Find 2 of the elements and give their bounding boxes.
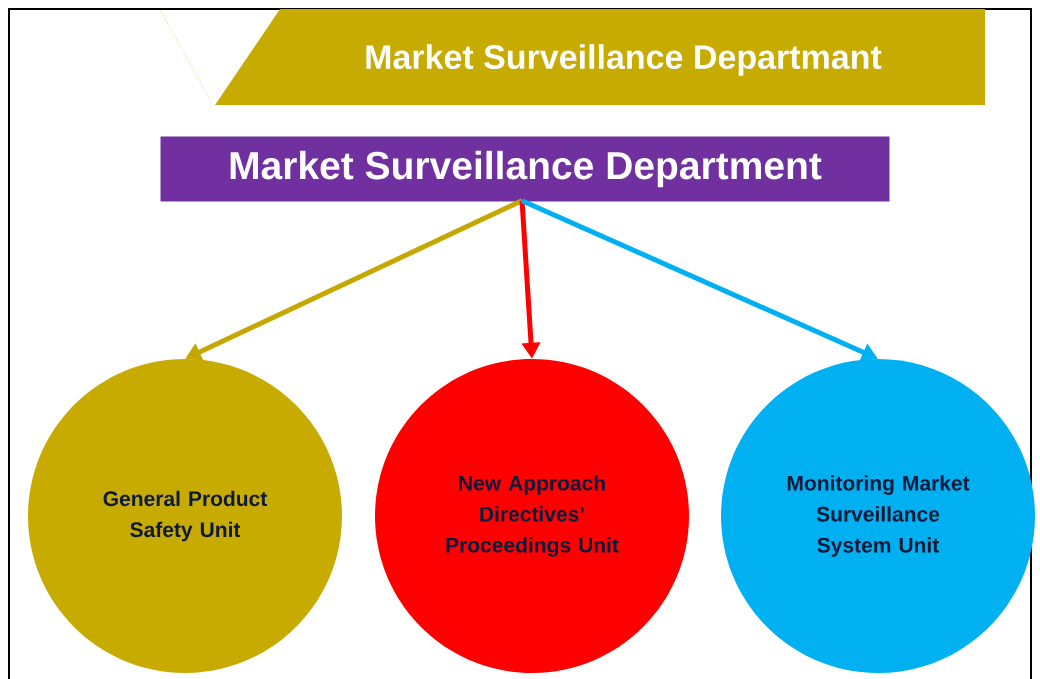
banner: Market Surveillance Departmant: [159, 9, 985, 105]
title-box: Market Surveillance Department: [160, 136, 890, 202]
